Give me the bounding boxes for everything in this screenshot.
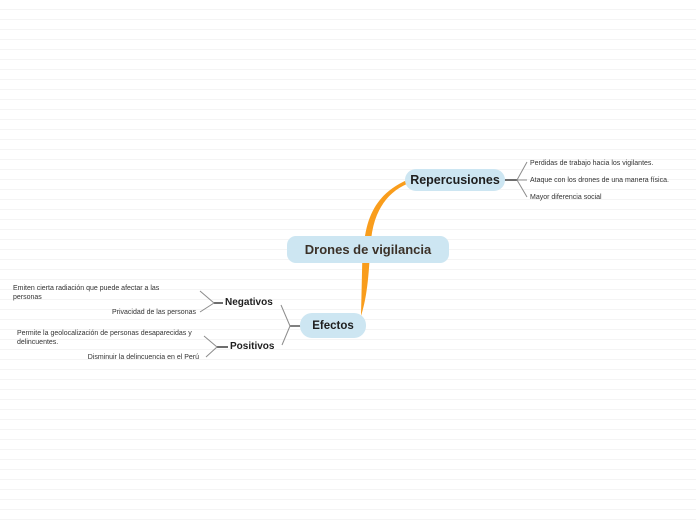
connector-negativos-fork <box>199 290 215 313</box>
leaf-emiten[interactable]: Emiten cierta radiación que puede afecta… <box>13 285 160 301</box>
leaf-disminuir[interactable]: Disminuir la delincuencia en el Perú <box>87 354 199 361</box>
positivos-label[interactable]: Positivos <box>230 341 275 352</box>
leaf-ataque[interactable]: Ataque con los drones de una manera físi… <box>530 177 669 184</box>
branch-efectos-curve <box>361 250 370 316</box>
central-node[interactable]: Drones de vigilancia <box>287 236 449 263</box>
leaf-privacidad[interactable]: Privacidad de las personas <box>111 309 196 316</box>
repercusiones-node[interactable]: Repercusiones <box>405 169 505 191</box>
leaf-permite[interactable]: Permite la geolocalización de personas d… <box>17 330 192 346</box>
leaf-mayor[interactable]: Mayor diferencia social <box>530 194 602 201</box>
efectos-node[interactable]: Efectos <box>300 313 366 338</box>
efectos-node-label: Efectos <box>312 319 354 332</box>
repercusiones-node-label: Repercusiones <box>410 173 500 187</box>
leaf-perdidas[interactable]: Perdidas de trabajo hacia los vigilantes… <box>530 160 654 167</box>
connector-repercusiones-fork <box>516 161 528 198</box>
connector-positivos-fork <box>203 335 218 358</box>
connector-efectos-fork <box>280 304 291 346</box>
negativos-label[interactable]: Negativos <box>225 297 273 308</box>
central-node-label: Drones de vigilancia <box>304 242 432 257</box>
